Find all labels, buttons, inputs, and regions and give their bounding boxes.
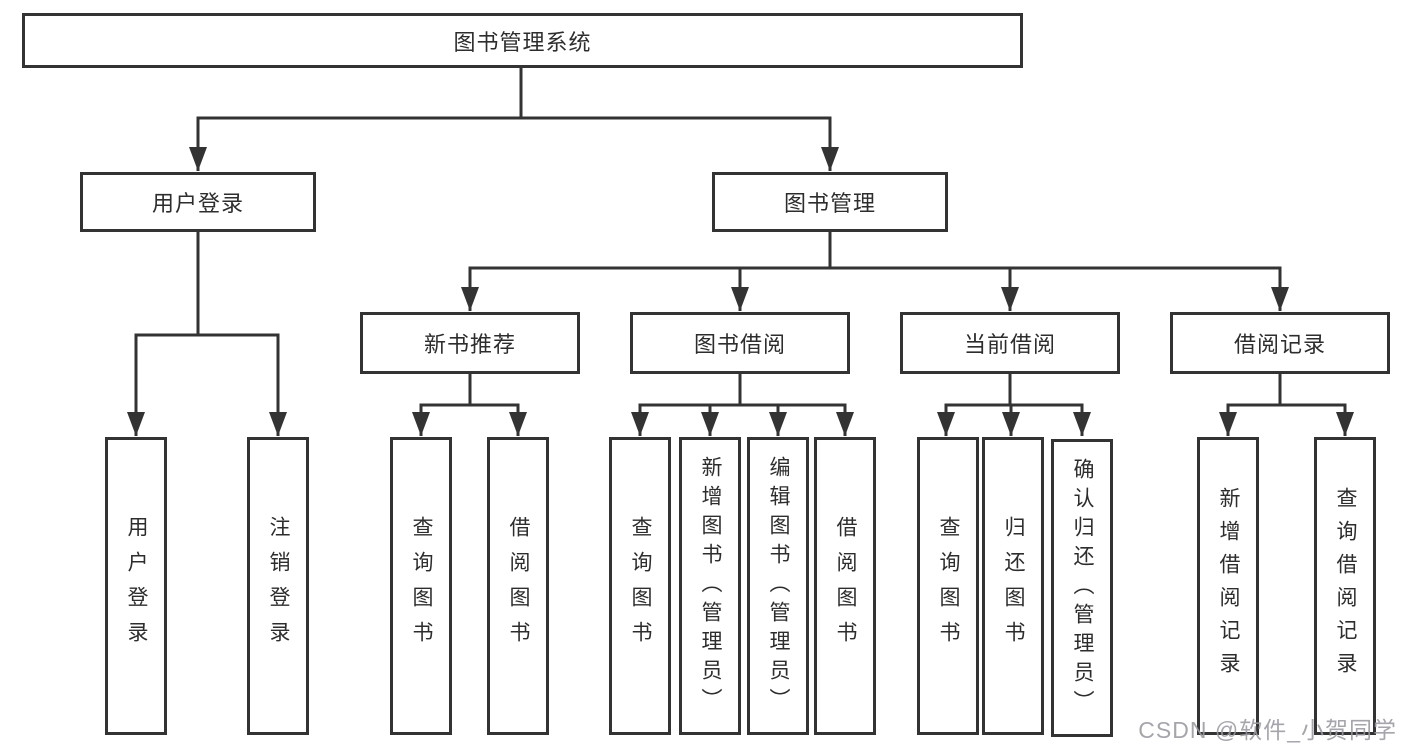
leaf-add-book-admin: 新增图书（管理员） xyxy=(679,437,741,735)
leaf-query-books-recommend: 查询图书 xyxy=(390,437,452,735)
node-user-login: 用户登录 xyxy=(80,172,316,232)
node-new-book-recommend: 新书推荐 xyxy=(360,312,580,374)
leaf-query-books-borrow: 查询图书 xyxy=(609,437,671,735)
leaf-user-login: 用户登录 xyxy=(105,437,167,735)
node-library-system: 图书管理系统 xyxy=(22,13,1023,68)
leaf-logout: 注销登录 xyxy=(247,437,309,735)
leaf-return-books: 归还图书 xyxy=(982,437,1044,735)
leaf-query-borrow-record: 查询借阅记录 xyxy=(1314,437,1376,735)
node-current-borrow: 当前借阅 xyxy=(900,312,1120,374)
leaf-query-books-current: 查询图书 xyxy=(917,437,979,735)
leaf-borrow-books-recommend: 借阅图书 xyxy=(487,437,549,735)
leaf-edit-book-admin: 编辑图书（管理员） xyxy=(747,437,809,735)
leaf-borrow-books-borrow: 借阅图书 xyxy=(814,437,876,735)
node-book-borrow: 图书借阅 xyxy=(630,312,850,374)
node-book-management: 图书管理 xyxy=(712,172,948,232)
watermark-text: CSDN @软件_小贺同学 xyxy=(1138,717,1397,743)
node-borrow-records: 借阅记录 xyxy=(1170,312,1390,374)
leaf-add-borrow-record: 新增借阅记录 xyxy=(1197,437,1259,735)
leaf-confirm-return-admin: 确认归还（管理员） xyxy=(1051,439,1113,737)
